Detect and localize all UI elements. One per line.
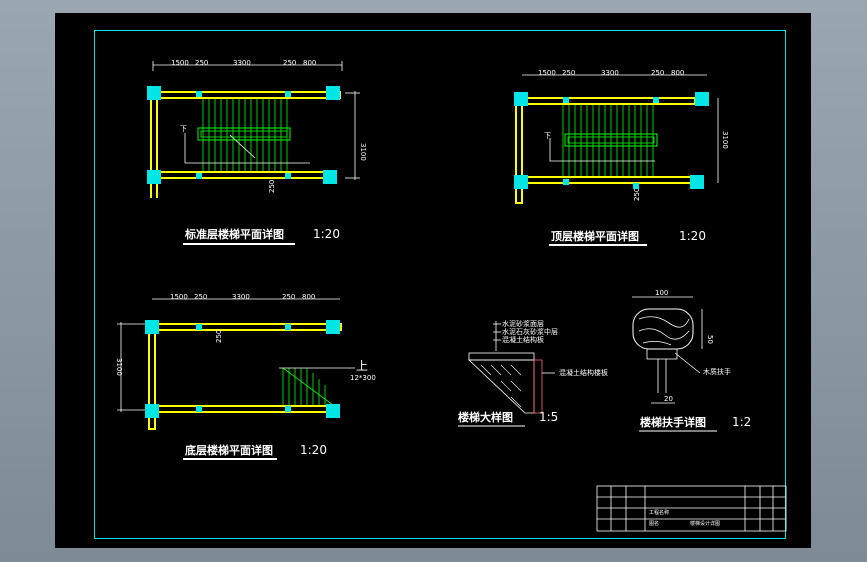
title-block [596,485,787,532]
standard-floor-title: 标准层楼梯平面详图 [184,227,284,241]
dim-100: 100 [655,289,668,297]
finish-layer-2: 水泥石灰砂浆中层 [502,327,558,336]
stair-detail-title: 楼梯大样图 [458,410,513,424]
wood-handrail-label: 木质扶手 [703,367,731,376]
down-label: 下 [544,132,551,140]
dim-250-v: 250 [268,180,276,193]
down-label: 下 [180,125,187,133]
steps-label: 12*300 [350,374,376,382]
dim-3300: 3300 [232,293,250,301]
dim-250: 250 [195,59,208,67]
dim-3100: 3100 [115,358,123,376]
top-floor-scale: 1:20 [679,229,706,243]
dim-3300: 3300 [601,69,619,77]
dim-3300: 3300 [233,59,251,67]
handrail-detail-title: 楼梯扶手详图 [640,415,706,429]
handrail-detail-scale: 1:2 [732,415,751,429]
dim-800: 800 [303,59,316,67]
finish-layer-3: 混凝土结构板 [502,335,544,344]
drawing-canvas[interactable]: 1500 250 3300 250 800 [55,13,811,548]
up-label: 上 [356,359,368,373]
dim-250: 250 [283,59,296,67]
dim-250: 250 [194,293,207,301]
drawing-frame [94,30,786,539]
stair-detail: 水泥砂浆面层 水泥石灰砂浆中层 混凝土结构板 混凝土结构楼板 [467,319,608,414]
dim-250: 250 [282,293,295,301]
top-floor-title: 顶层楼梯平面详图 [551,229,639,243]
dim-1500: 1500 [171,59,189,67]
top-floor-plan: 1500 250 3300 250 800 [514,69,729,204]
dim-50: 50 [706,335,714,344]
ground-floor-plan: 1500 250 3300 250 800 上 12*300 25 [115,293,376,430]
dim-250: 250 [651,69,664,77]
ground-floor-scale: 1:20 [300,443,327,457]
finish-layer-1: 水泥砂浆面层 [502,319,544,328]
dim-800: 800 [302,293,315,301]
dim-800: 800 [671,69,684,77]
dim-3100: 3100 [359,143,367,161]
base-layer: 混凝土结构楼板 [559,368,608,377]
dim-250: 250 [562,69,575,77]
dim-1500: 1500 [170,293,188,301]
drawing-name: 楼梯设计详图 [690,520,720,527]
ground-floor-title: 底层楼梯平面详图 [185,443,273,457]
standard-floor-plan: 1500 250 3300 250 800 [147,59,367,198]
dim-250-v: 250 [633,188,641,201]
stair-detail-scale: 1:5 [539,410,558,424]
project-label: 工程名称 [649,509,669,516]
dim-20: 20 [664,395,673,403]
dim-1500: 1500 [538,69,556,77]
standard-floor-scale: 1:20 [313,227,340,241]
dim-3100: 3100 [721,131,729,149]
handrail-detail: 100 50 木质扶手 20 [632,289,731,404]
drawing-label: 图名 [649,520,659,527]
cad-drawing: 1500 250 3300 250 800 [115,59,787,532]
dim-250-v: 250 [215,330,223,343]
